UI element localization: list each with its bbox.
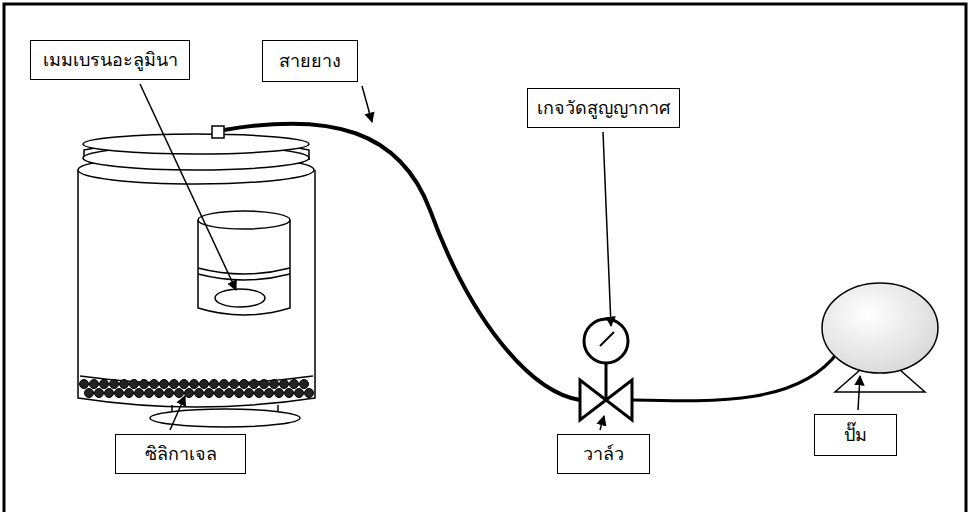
silica-bead	[150, 380, 159, 389]
pump	[822, 283, 938, 392]
silica-bead	[245, 389, 254, 398]
callout-box: ซิลิกาเจล	[115, 434, 246, 474]
callout-label: เกจวัดสูญญากาศ	[537, 97, 670, 120]
silica-bead	[270, 380, 279, 389]
silica-bead	[120, 380, 129, 389]
silica-bead	[165, 389, 174, 398]
silica-bead	[190, 380, 199, 389]
silica-bead	[145, 389, 154, 398]
silica-bead	[105, 389, 114, 398]
callout-label: เมมเบรนอะลูมินา	[43, 49, 178, 72]
silica-bead	[250, 380, 259, 389]
silica-bead	[210, 380, 219, 389]
silica-bead	[290, 380, 299, 389]
callout-box: เกจวัดสูญญากาศ	[527, 88, 680, 128]
silica-bead	[230, 380, 239, 389]
silica-bead	[85, 389, 94, 398]
silica-bead	[240, 380, 249, 389]
silica-bead	[125, 389, 134, 398]
silica-bead	[225, 389, 234, 398]
silica-bead	[265, 389, 274, 398]
callout-label: วาล์ว	[583, 443, 624, 466]
silica-bead	[155, 389, 164, 398]
desiccator	[78, 126, 315, 427]
silica-bead	[135, 389, 144, 398]
silica-bead	[200, 380, 209, 389]
silica-bead	[295, 389, 304, 398]
callout-box: วาล์ว	[557, 434, 650, 474]
silica-bead	[305, 389, 314, 398]
silica-bead	[260, 380, 269, 389]
silica-bead	[180, 380, 189, 389]
silica-bead	[115, 389, 124, 398]
silica-bead	[175, 389, 184, 398]
leader-arrows	[140, 84, 860, 430]
frame	[4, 4, 966, 512]
callout-label: สายยาง	[279, 50, 341, 73]
silica-bead	[280, 380, 289, 389]
silica-bead	[205, 389, 214, 398]
silica-bead	[95, 389, 104, 398]
valve	[580, 362, 632, 420]
silica-bead	[160, 380, 169, 389]
silica-bead	[195, 389, 204, 398]
silica-bead	[215, 389, 224, 398]
silica-bead	[170, 380, 179, 389]
rubber-hose	[224, 124, 580, 400]
silica-bead	[90, 380, 99, 389]
silica-bead	[300, 380, 309, 389]
silica-bead	[80, 380, 89, 389]
silica-bead	[100, 380, 109, 389]
callout-box: ปั๊ม	[814, 414, 897, 456]
silica-bead	[185, 389, 194, 398]
silica-bead	[220, 380, 229, 389]
silica-gel-beads	[80, 380, 314, 398]
callout-label: ซิลิกาเจล	[145, 443, 217, 466]
silica-bead	[110, 380, 119, 389]
vacuum-gauge	[584, 319, 628, 363]
callout-label: ปั๊ม	[844, 424, 867, 447]
silica-bead	[130, 380, 139, 389]
silica-bead	[275, 389, 284, 398]
callout-box: สายยาง	[262, 40, 358, 82]
silica-bead	[140, 380, 149, 389]
pump-hose	[632, 352, 838, 401]
silica-bead	[235, 389, 244, 398]
callout-box: เมมเบรนอะลูมินา	[30, 40, 190, 80]
silica-bead	[255, 389, 264, 398]
silica-bead	[285, 389, 294, 398]
